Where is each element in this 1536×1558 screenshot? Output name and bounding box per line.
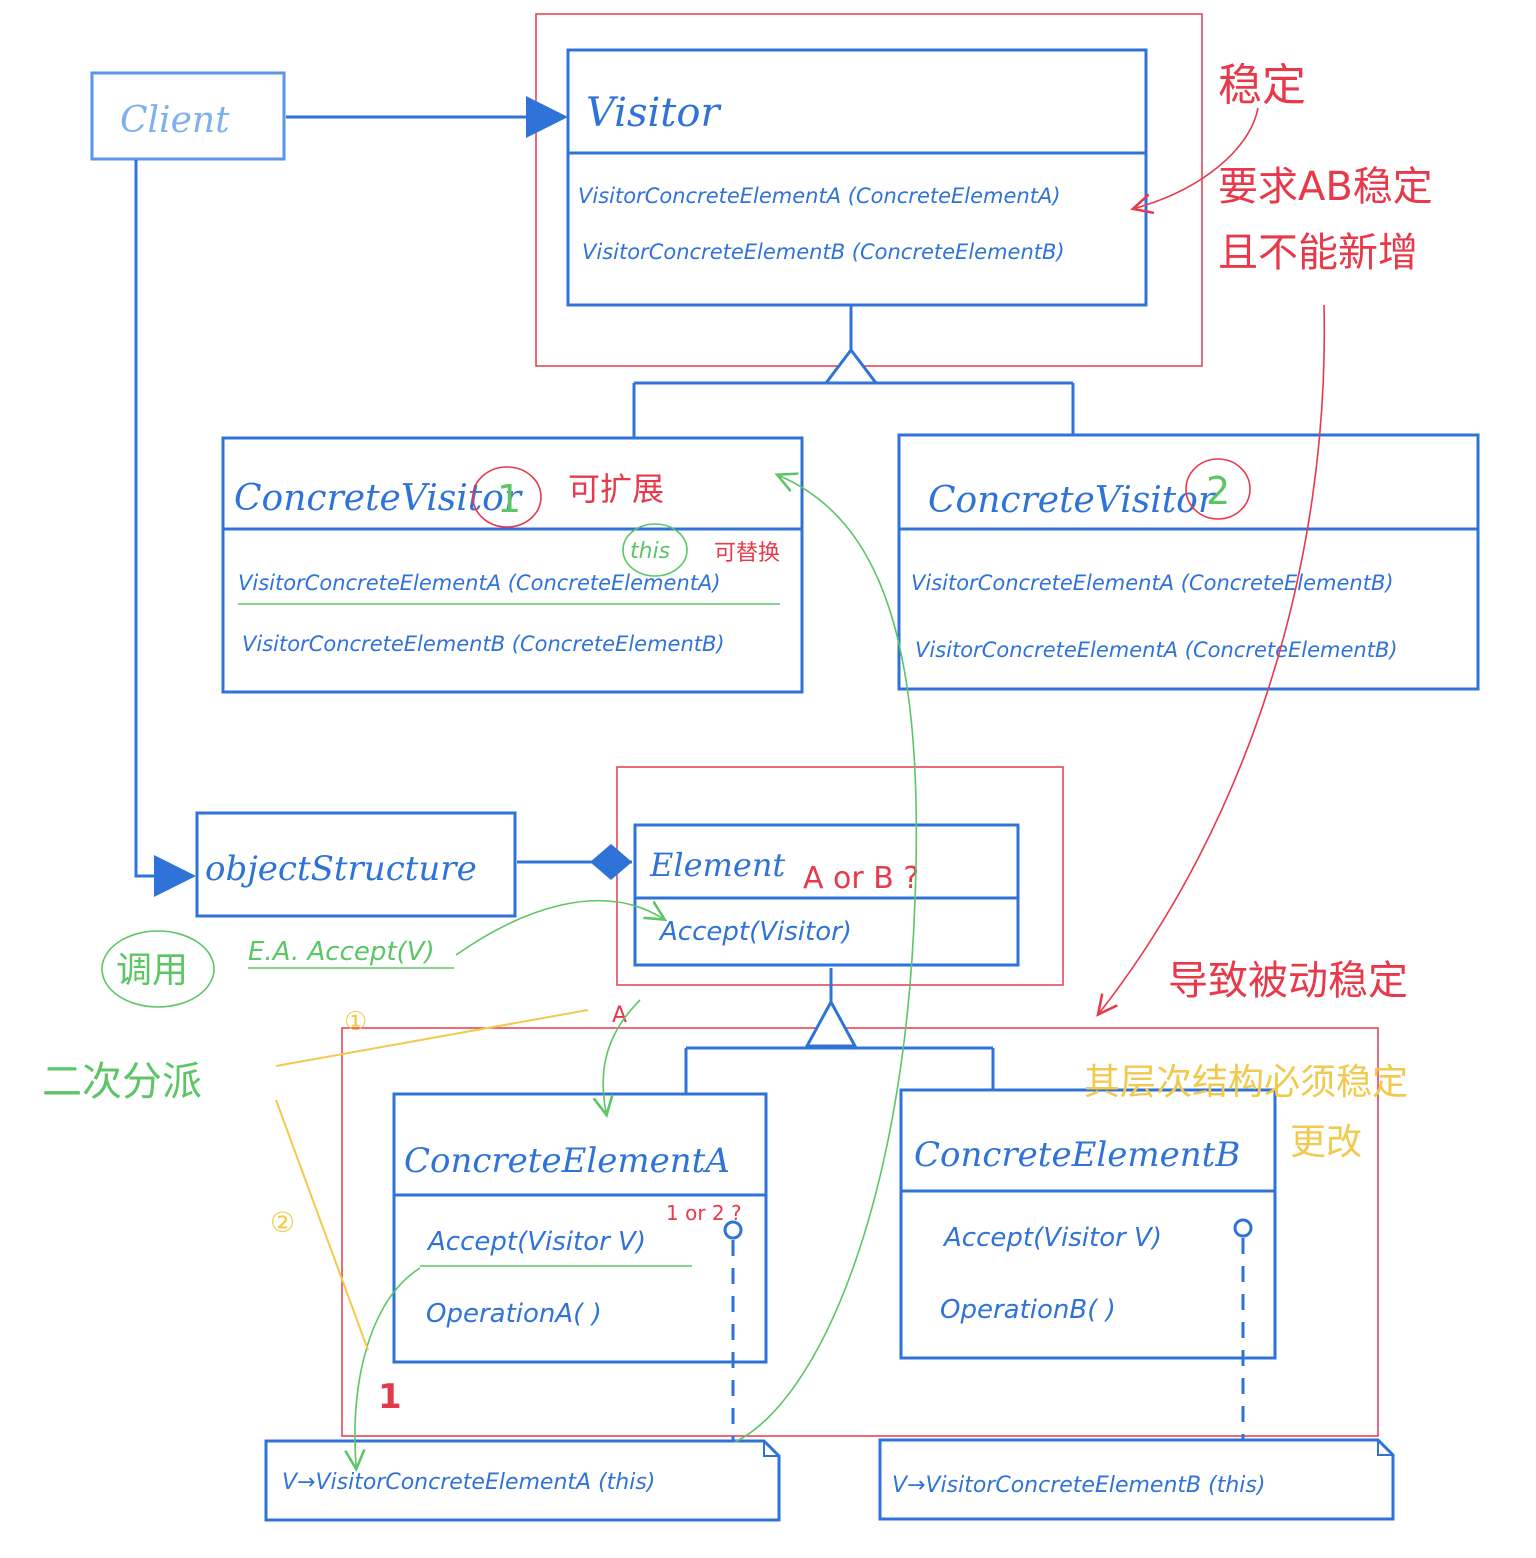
annotation-below-note-1: 其层次结构必须稳定: [1084, 1062, 1408, 1103]
no-new-arrow: [1100, 304, 1326, 1012]
visitor-class[interactable]: Visitor VisitorConcreteElementA (Concret…: [566, 48, 1148, 307]
annotation-call: 调用: [116, 950, 188, 991]
concrete-visitor-2-method-2: VisitorConcreteElementA (ConcreteElement…: [915, 638, 1398, 662]
note-anchor-b: [1233, 1218, 1253, 1238]
this-circle: [622, 523, 688, 577]
visitor-inherit-branches: [632, 381, 1075, 438]
concrete-visitor-1-title: ConcreteVisitor: [234, 478, 523, 519]
concrete-element-b-title: ConcreteElementB: [914, 1135, 1240, 1175]
visitor-method-1: VisitorConcreteElementA (ConcreteElement…: [578, 184, 1061, 208]
element-inherit-triangle: [804, 998, 858, 1048]
annotation-red-a: A: [612, 1003, 627, 1028]
element-method-1: Accept(Visitor): [658, 917, 852, 947]
stable-arrow: [1136, 107, 1259, 208]
concrete-element-b-method-2: OperationB( ): [940, 1295, 1116, 1325]
note-a: V→VisitorConcreteElementA (this): [264, 1439, 781, 1522]
annotation-call-expr: E.A. Accept(V): [248, 937, 435, 967]
element-title-note: A or B ?: [803, 861, 919, 896]
stable-frame-elements: [341, 1027, 1379, 1437]
note-anchor-a: [723, 1220, 743, 1240]
element-class[interactable]: Element A or B ? Accept(Visitor): [633, 823, 1020, 967]
annotation-stable: 稳定: [1218, 60, 1306, 111]
client-to-objectstructure-arrow: [134, 160, 196, 897]
double-dispatch-line-1: [275, 1009, 589, 1067]
concrete-visitor-1-method-1: VisitorConcreteElementA (ConcreteElement…: [238, 571, 721, 595]
annotation-circle-2: ②: [270, 1206, 295, 1239]
call-arrow: [455, 899, 662, 956]
annotation-circle-1: ①: [344, 1007, 367, 1037]
stable-frame-visitor: [535, 13, 1203, 367]
annotation-red-1: 1: [378, 1377, 402, 1417]
annotation-below-note-2: 更改: [1290, 1122, 1362, 1163]
badge-2-circle: [1185, 458, 1251, 520]
dispatch-arrow-a: [603, 999, 641, 1112]
concrete-visitor-2-title: ConcreteVisitor: [928, 480, 1217, 521]
annotation-no-new: 且不能新增: [1218, 230, 1418, 276]
concrete-visitor-2-class[interactable]: ConcreteVisitor 2 VisitorConcreteElement…: [897, 433, 1480, 691]
visitor-method-2: VisitorConcreteElementB (ConcreteElement…: [582, 240, 1065, 264]
note-to-visitor-arrow: [734, 476, 918, 1443]
call-circle: [101, 930, 215, 1008]
client-label: Client: [120, 100, 230, 141]
concrete-element-b-class[interactable]: ConcreteElementB Accept(Visitor V) Opera…: [899, 1088, 1277, 1360]
double-dispatch-line-2: [275, 1099, 369, 1351]
concrete-visitor-1-method-2: VisitorConcreteElementB (ConcreteElement…: [242, 632, 725, 656]
concrete-visitor-1-class[interactable]: ConcreteVisitor 1 VisitorConcreteElement…: [221, 436, 804, 694]
concrete-element-a-title: ConcreteElementA: [404, 1141, 730, 1181]
annotation-passive-stable: 导致被动稳定: [1168, 958, 1408, 1004]
concrete-element-b-method-1: Accept(Visitor V): [942, 1223, 1162, 1253]
concrete-visitor-2-badge: 2: [1206, 469, 1230, 513]
client-box[interactable]: Client: [90, 71, 286, 161]
annotation-extensible: 可扩展: [568, 470, 664, 508]
visitor-title: Visitor: [586, 90, 722, 136]
element-title: Element: [649, 846, 785, 884]
annotation-this: this: [630, 539, 670, 564]
object-structure-class[interactable]: objectStructure: [195, 811, 517, 918]
note-b: V→VisitorConcreteElementB (this): [878, 1438, 1395, 1521]
annotation-stable-requirement: 要求AB稳定: [1218, 164, 1433, 210]
concrete-element-a-method-1: Accept(Visitor V): [426, 1227, 646, 1257]
element-inherit-branches: [684, 1046, 995, 1094]
concrete-element-a-method-2: OperationA( ): [426, 1299, 602, 1329]
concrete-element-a-note: 1 or 2 ?: [666, 1201, 742, 1225]
concrete-visitor-1-badge: 1: [497, 477, 521, 521]
annotation-double-dispatch: 二次分派: [42, 1059, 202, 1105]
annotation-replaceable: 可替换: [714, 541, 780, 566]
badge-1-circle: [472, 466, 542, 528]
concrete-visitor-2-method-1: VisitorConcreteElementA (ConcreteElement…: [911, 571, 1394, 595]
note-b-text: V→VisitorConcreteElementB (this): [892, 1473, 1265, 1498]
object-structure-label: objectStructure: [205, 849, 477, 889]
note-a-text: V→VisitorConcreteElementA (this): [282, 1470, 655, 1495]
concrete-element-a-class[interactable]: ConcreteElementA Accept(Visitor V) Opera…: [392, 1092, 768, 1364]
